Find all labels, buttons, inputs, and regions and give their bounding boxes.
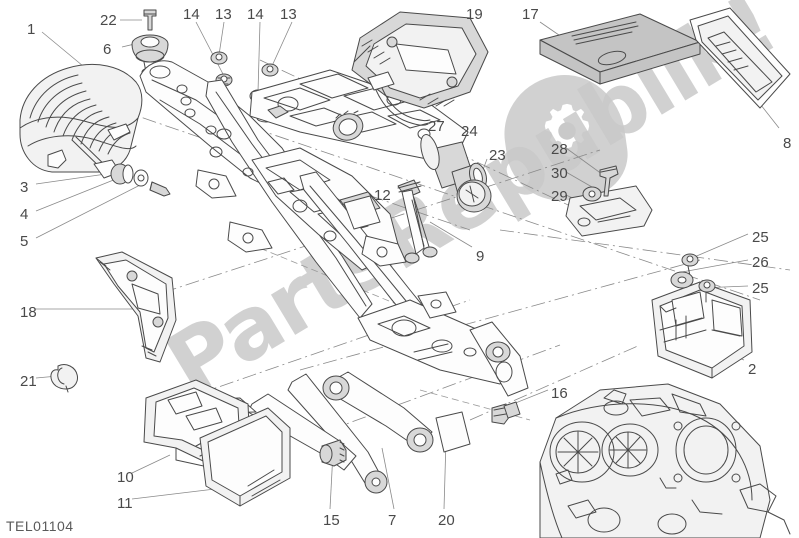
callout-11: 11	[117, 495, 133, 512]
callout-13a: 13	[215, 6, 232, 23]
main-rear-subframe	[139, 60, 529, 494]
part-27-wire-harness	[367, 71, 431, 126]
callout-12: 12	[374, 187, 391, 204]
callout-16: 16	[551, 385, 568, 402]
part-2-control-unit	[651, 281, 753, 379]
part-21-clip	[50, 364, 78, 393]
part-12-plate	[343, 195, 381, 230]
callout-14b: 14	[247, 6, 264, 23]
callout-29: 29	[551, 188, 568, 205]
callout-18: 18	[20, 304, 37, 321]
engine-assembly-reference	[539, 383, 791, 538]
part-9-support-rods	[397, 179, 438, 264]
part-8-seat-pad	[689, 7, 791, 109]
callout-10: 10	[117, 469, 134, 486]
part-22-bolt	[143, 9, 157, 31]
callout-4: 4	[20, 206, 29, 223]
callout-2: 2	[748, 361, 757, 378]
part-15-bolt	[319, 439, 347, 467]
part-1-tail-cowl	[19, 64, 143, 173]
part-18-heel-guard	[95, 251, 177, 363]
callout-9: 9	[476, 248, 485, 265]
callout-27: 27	[428, 118, 445, 135]
part-26-washer	[670, 271, 694, 289]
callout-17: 17	[522, 6, 539, 23]
part-25b-bolt	[698, 279, 716, 303]
callout-25a: 25	[752, 229, 769, 246]
callout-8: 8	[783, 135, 792, 152]
callout-1: 1	[27, 21, 36, 38]
callout-3: 3	[20, 179, 29, 196]
callout-26: 26	[752, 254, 769, 271]
callout-30: 30	[551, 165, 568, 182]
callout-6: 6	[103, 41, 112, 58]
callout-21: 21	[20, 373, 37, 390]
callout-24: 24	[461, 123, 478, 140]
callout-20: 20	[438, 512, 455, 529]
diagram-code: TEL01104	[6, 518, 74, 534]
part-16-detail-left	[503, 401, 521, 419]
part-13b-nut	[261, 63, 279, 77]
part-24-lock-cylinder	[420, 134, 487, 195]
part-19-rear-fender	[351, 11, 489, 109]
part-20-plate	[435, 411, 471, 453]
part-23-lock-cap	[456, 179, 492, 213]
part-27-ring	[332, 110, 364, 141]
callout-19: 19	[466, 6, 483, 23]
part-11-battery	[199, 407, 291, 507]
callout-28: 28	[551, 141, 568, 158]
part-3-4-5-hardware	[71, 136, 171, 197]
callout-23: 23	[489, 147, 506, 164]
callout-13b: 13	[280, 6, 297, 23]
part-13a-nut	[210, 51, 228, 65]
callout-5: 5	[20, 233, 29, 250]
callout-25b: 25	[752, 280, 769, 297]
callout-14a: 14	[183, 6, 200, 23]
callout-7: 7	[388, 512, 397, 529]
callout-22: 22	[100, 12, 117, 29]
part-25a-bolt	[681, 253, 699, 277]
callout-15: 15	[323, 512, 340, 529]
